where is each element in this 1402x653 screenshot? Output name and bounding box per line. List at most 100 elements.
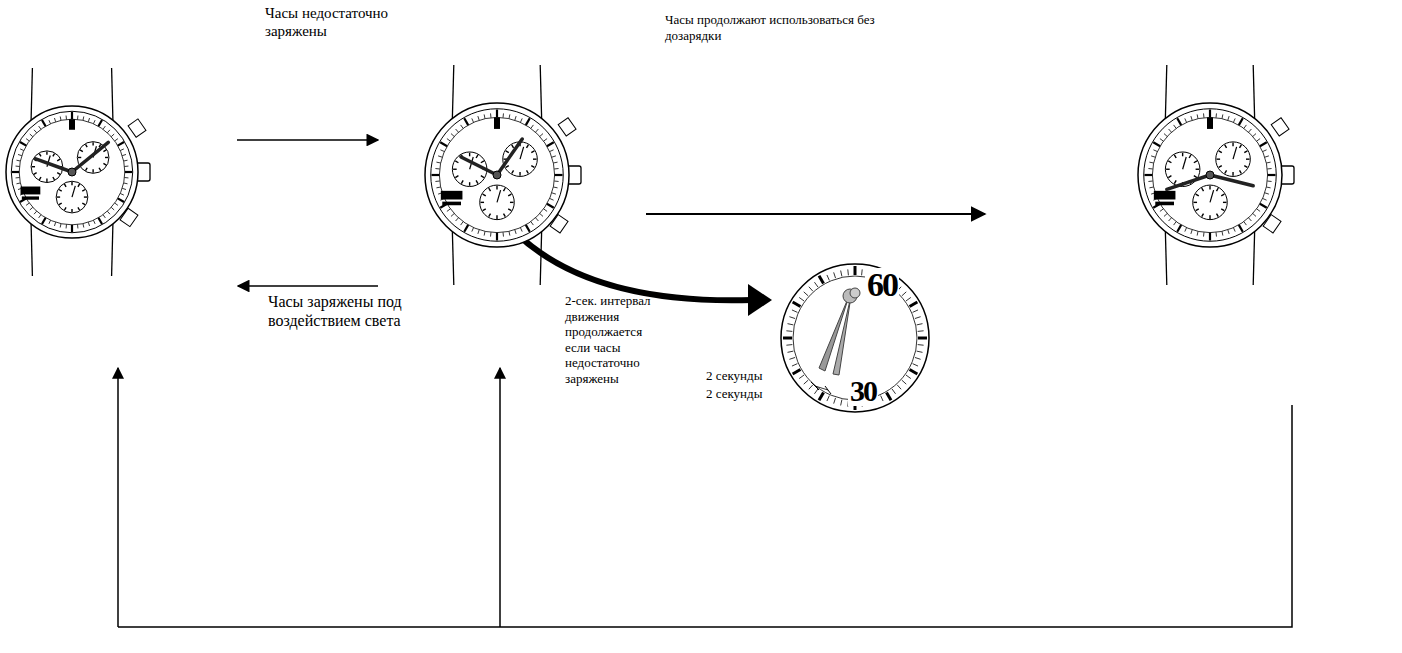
illustration-stroke (854, 266, 857, 275)
illustration-stroke (60, 224, 62, 228)
illustration-stroke (71, 225, 73, 232)
illustration-stroke (496, 109, 498, 117)
illustration-stroke (120, 149, 124, 151)
illustration-stroke (480, 202, 484, 203)
illustration-stroke (18, 154, 22, 155)
illustration-stroke (30, 207, 33, 210)
illustration-stroke (469, 182, 470, 186)
illustration-stroke (1265, 193, 1269, 194)
illustration-stroke (39, 215, 41, 218)
illustration-stroke (59, 203, 62, 205)
illustration-stroke (451, 214, 454, 217)
illustration-stroke (1207, 117, 1213, 129)
illustration-stroke (531, 125, 534, 128)
illustration-stroke (913, 364, 918, 366)
illustration-stroke (489, 188, 491, 191)
illustration-stroke (478, 116, 479, 120)
illustration-stroke (461, 157, 497, 175)
illustration-stroke (789, 357, 795, 359)
illustration-stroke (1253, 231, 1254, 285)
illustration-stroke (1263, 150, 1267, 152)
illustration-stroke (78, 207, 80, 210)
illustration-stroke (1266, 162, 1270, 164)
illustration-stroke (452, 65, 453, 119)
illustration-stroke (1253, 214, 1256, 217)
illustration-stroke (1225, 145, 1227, 148)
illustration-stroke (489, 214, 491, 217)
illustration-stroke (1168, 176, 1171, 178)
illustration-stroke (447, 209, 450, 212)
illustration-stroke (82, 189, 85, 191)
illustration-stroke (1209, 215, 1210, 219)
illustration-stroke (786, 330, 792, 332)
illustration-stroke (1154, 191, 1176, 200)
feedback-line (118, 405, 1292, 627)
caption-text: Часы заряжены под воздействием света (268, 292, 428, 330)
illustration-stroke (1267, 181, 1271, 182)
illustration-stroke (1260, 204, 1267, 208)
illustration-stroke (512, 170, 514, 173)
illustration-stroke (558, 118, 576, 136)
illustration-stroke (425, 65, 581, 285)
illustration-stroke (834, 272, 836, 278)
illustration-stroke (88, 118, 89, 122)
illustration-stroke (506, 166, 509, 168)
illustration-stroke (536, 129, 539, 132)
illustration-stroke (552, 156, 556, 157)
illustration-stroke (1174, 155, 1176, 158)
illustration-stroke (1144, 109, 1276, 241)
illustration-stroke (1194, 161, 1197, 163)
illustration-stroke (26, 203, 29, 205)
illustration-stroke (480, 185, 515, 220)
illustration-stroke (1240, 145, 1242, 148)
illustration-stroke (1182, 153, 1183, 157)
illustration-stroke (42, 218, 46, 224)
illustration-stroke (1225, 170, 1227, 173)
illustration-stroke (918, 330, 924, 332)
illustration-stroke (827, 275, 829, 280)
illustration-stroke (82, 203, 85, 205)
illustration-stroke (540, 231, 541, 285)
illustration-stroke (99, 168, 101, 171)
illustration-stroke (481, 161, 484, 163)
illustration-stroke (53, 177, 55, 180)
illustration-stroke (906, 297, 911, 301)
illustration-stroke (6, 65, 1294, 285)
illustration-stroke (917, 351, 923, 352)
illustration-stroke (526, 225, 530, 232)
illustration-stroke (1232, 172, 1233, 176)
illustration-stroke (918, 344, 924, 346)
illustration-stroke (431, 174, 439, 176)
illustration-stroke (1168, 161, 1171, 163)
illustration-stroke (1216, 113, 1217, 117)
illustration-stroke (92, 169, 93, 172)
illustration-stroke (1193, 185, 1228, 220)
illustration-stroke (496, 215, 497, 219)
illustration-stroke (1191, 230, 1192, 234)
illustration-stroke (804, 292, 808, 296)
illustration-stroke (476, 155, 478, 158)
illustration-stroke (461, 125, 464, 128)
illustration-stroke (1257, 209, 1260, 212)
illustration-stroke (483, 209, 486, 211)
illustration-stroke (122, 188, 126, 189)
illustration-stroke (917, 324, 923, 325)
illustration-stroke (34, 211, 37, 214)
illustration-stroke (547, 204, 554, 208)
illustration-stroke (1209, 186, 1210, 190)
illustration-stroke (71, 209, 72, 212)
illustration-stroke (531, 222, 534, 225)
illustration-stroke (49, 120, 51, 124)
illustration-stroke (59, 189, 62, 191)
illustration-stroke (496, 233, 498, 241)
illustration-stroke (32, 166, 35, 167)
illustration-stroke (120, 193, 124, 195)
illustration-stroke (1165, 65, 1166, 119)
illustration-stroke (112, 68, 113, 121)
illustration-stroke (553, 162, 557, 164)
illustration-stroke (552, 193, 556, 194)
illustration-stroke (118, 198, 124, 202)
illustration-stroke (512, 145, 514, 148)
illustration-stroke (1196, 169, 1200, 170)
